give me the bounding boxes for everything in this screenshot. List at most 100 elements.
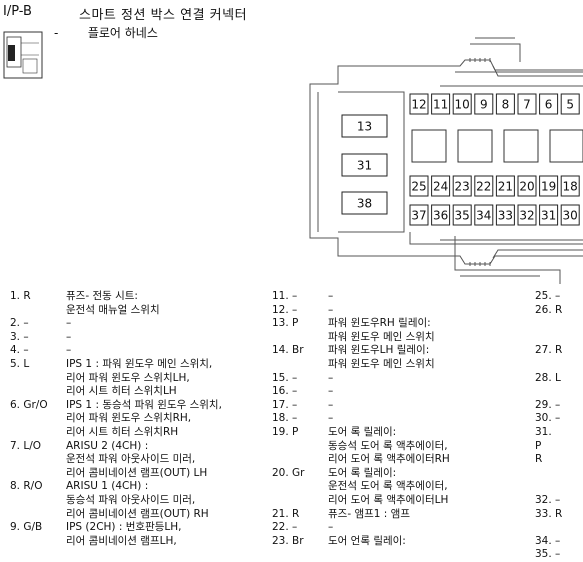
- pin-label: 8: [502, 98, 510, 112]
- pin-box: [539, 93, 559, 115]
- pin-description-line: 리어 도어 록 액추에이터LH: [328, 493, 449, 506]
- page-title: 스마트 정션 박스 연결 커넥터: [79, 8, 248, 23]
- pin-label: 31: [357, 159, 372, 173]
- pin-number: 22. –: [272, 521, 298, 534]
- pin-label: 19: [541, 180, 556, 194]
- pin-box: [341, 191, 388, 215]
- pin-label: 36: [433, 209, 448, 223]
- pin-entry: 29. –: [535, 399, 583, 413]
- pin-box: [341, 114, 388, 138]
- pin-number: 23. Br: [272, 534, 304, 547]
- pin-number: 16. –: [272, 385, 298, 398]
- pin-list-column-3: 25. – 26. R 27. R 28. L 29. – 30. – 31. …: [535, 290, 583, 562]
- pin-entry: 15. ––: [272, 372, 534, 386]
- pin-entry: P: [535, 440, 583, 454]
- pin-description: ARISU 1 (4CH) :동승석 파워 아웃사이드 미러,리어 콤비네이션 …: [66, 480, 272, 521]
- pin-entry: 27. R: [535, 344, 583, 358]
- pin-entry: 26. R: [535, 304, 583, 318]
- pin-number: 4. –: [10, 344, 29, 357]
- pin-description-line: 파워 윈도우 메인 스위치: [328, 357, 435, 370]
- pin-box: [560, 93, 580, 115]
- pin-number: [535, 521, 581, 535]
- pin-description-line: –: [66, 330, 72, 343]
- pin-number: 17. –: [272, 398, 298, 411]
- pin-label: 22: [476, 180, 491, 194]
- pin-number: 3. –: [10, 330, 29, 343]
- pin-description-line: 리어 시트 히터 스위치LH: [66, 385, 177, 398]
- pin-label: 11: [433, 98, 448, 112]
- pin-label: 31: [541, 209, 556, 223]
- pin-label: 5: [566, 98, 574, 112]
- pin-number: 19. P: [272, 425, 299, 438]
- pin-number: 29. –: [535, 398, 561, 411]
- pin-entry: 19. P 도어 록 릴레이:동승석 도어 록 액추에이터,리어 도어 록 액추에…: [272, 426, 534, 467]
- pin-description-line: 도어 록 릴레이:: [328, 425, 397, 438]
- pin-entry: 2. – –: [10, 317, 272, 331]
- pin-number: [535, 467, 581, 481]
- pin-number: 30. –: [535, 412, 561, 425]
- pin-description: –: [328, 385, 534, 399]
- subtitle: - 플로어 하네스: [54, 24, 158, 41]
- pin-box: [474, 204, 494, 226]
- pin-entry: 30. –: [535, 412, 583, 426]
- pin-description-line: –: [328, 412, 334, 425]
- subtitle-text: 플로어 하네스: [87, 26, 158, 40]
- pin-entry: 8. R/O ARISU 1 (4CH) :동승석 파워 아웃사이드 미러,리어 …: [10, 480, 272, 521]
- pin-box: [474, 175, 494, 197]
- pin-description: ARISU 2 (4CH) :운전석 파워 아웃사이드 미러,리어 콤비네이션 …: [66, 440, 272, 481]
- pin-number: 8. R/O: [10, 480, 43, 493]
- pin-entry: 12. ––: [272, 304, 534, 318]
- pin-number: 2. –: [10, 317, 29, 330]
- pin-entry: 22. – –: [272, 521, 534, 535]
- pin-number: 34. –: [535, 534, 561, 547]
- pin-number: 27. R: [535, 344, 563, 357]
- pin-box: [431, 204, 451, 226]
- pin-entry: 31.: [535, 426, 583, 440]
- pin-description-line: 리어 콤비네이션 램프(OUT) LH: [66, 466, 208, 479]
- pin-description: –: [328, 399, 534, 413]
- pin-number: 32. –: [535, 493, 561, 506]
- pin-description: IPS 1 : 동승석 파워 윈도우 스위치,리어 파워 윈도우 스위치RH,리…: [66, 399, 272, 440]
- pin-description-line: –: [328, 521, 334, 534]
- pin-description-line: ARISU 1 (4CH) :: [66, 480, 149, 493]
- pin-description-line: 운전석 매뉴얼 스위치: [66, 303, 160, 316]
- pin-number: 1. R: [10, 290, 31, 302]
- pin-label: 33: [498, 209, 513, 223]
- pin-description-line: 동승석 파워 아웃사이드 미러,: [66, 493, 196, 506]
- pin-box: [452, 204, 472, 226]
- pin-entry: 6. Gr/O IPS 1 : 동승석 파워 윈도우 스위치,리어 파워 윈도우 …: [10, 399, 272, 440]
- pin-number: 6. Gr/O: [10, 398, 48, 411]
- pin-entry: 3. – –: [10, 331, 272, 345]
- pin-description-line: 도어 록 릴레이:: [328, 466, 397, 479]
- pin-entry: [535, 331, 583, 345]
- pin-description-line: 리어 도어 록 액추에이터RH: [328, 453, 450, 466]
- pin-number: 26. R: [535, 303, 563, 316]
- connector-code: I/P-B: [3, 4, 32, 19]
- pin-box: [517, 204, 537, 226]
- pin-box: [517, 175, 537, 197]
- pin-entry: 4. – –: [10, 344, 272, 358]
- pin-number: [535, 385, 581, 399]
- pin-entry: [535, 467, 583, 481]
- pin-description: –: [66, 317, 272, 331]
- pin-label: 18: [563, 180, 578, 194]
- pin-description: –: [66, 344, 272, 358]
- pin-number: 28. L: [535, 371, 561, 384]
- pin-description-line: 동승석 도어 록 액추에이터,: [328, 439, 448, 452]
- pin-number: [535, 480, 581, 494]
- pin-description: IPS (2CH) : 번호판등LH,리어 콤비네이션 램프LH,: [66, 521, 272, 548]
- pin-description-line: 리어 콤비네이션 램프LH,: [66, 534, 177, 547]
- pin-description-line: IPS 1 : 파워 윈도우 메인 스위치,: [66, 357, 213, 370]
- pin-description: –: [328, 521, 534, 535]
- pin-number: 25. –: [535, 290, 561, 302]
- pin-number: 14. Br: [272, 344, 304, 357]
- subtitle-dash: -: [54, 26, 59, 40]
- pin-entry: 33. R: [535, 508, 583, 522]
